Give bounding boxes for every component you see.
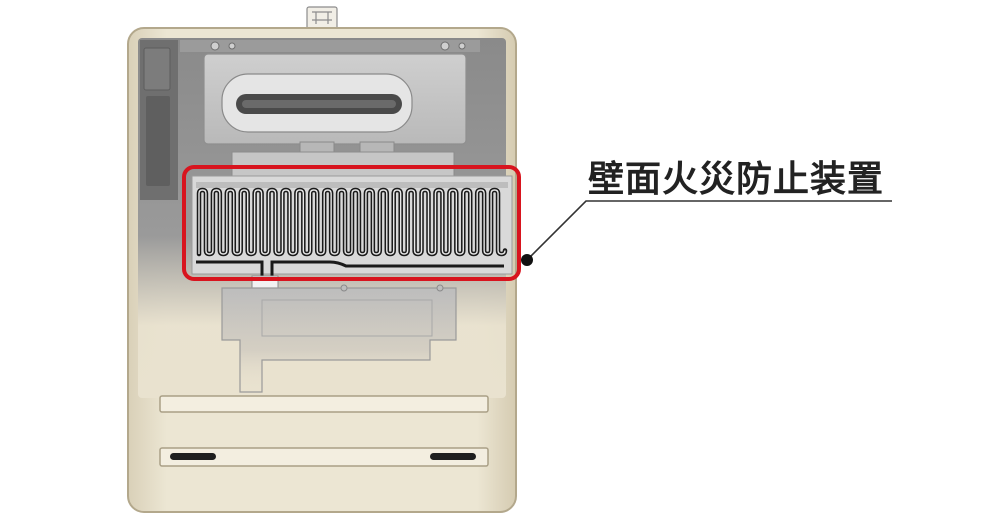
front-slot-upper xyxy=(159,395,489,413)
zigzag-heater-element-inner xyxy=(198,189,506,255)
highlight-frame xyxy=(182,165,521,281)
top-mount-bar xyxy=(180,40,480,52)
callout-leader xyxy=(521,200,892,266)
left-pipe-column xyxy=(140,40,178,200)
hanger-bracket xyxy=(306,6,338,30)
blower-housing xyxy=(203,53,467,153)
front-slot-lower xyxy=(159,447,489,467)
callout-label: 壁面火災防止装置 xyxy=(588,159,885,200)
leader-dot-icon xyxy=(521,254,533,266)
lower-control-board xyxy=(221,284,457,393)
